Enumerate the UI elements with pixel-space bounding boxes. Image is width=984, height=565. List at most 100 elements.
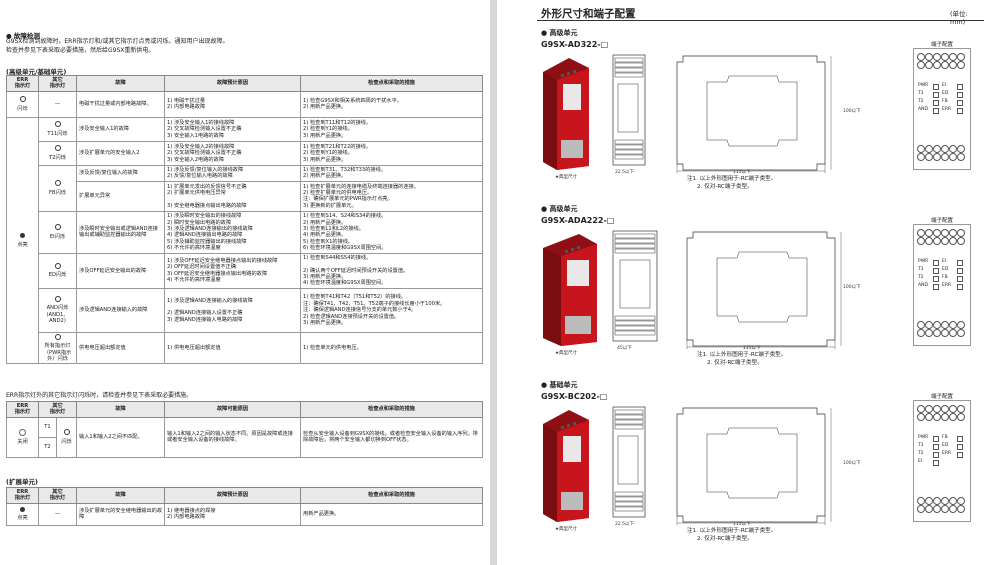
intro-line-2: 检查并参见下表采取必要措施，然后给G9SX重新供电。 [6,47,155,54]
led-blink-icon [54,145,61,152]
terminal-icon [925,53,933,61]
terminal-config-title: 端子配置 [931,394,954,400]
width-dimension: 115以下 [733,170,751,175]
terminal-icon [933,153,941,161]
front-view-drawing [612,406,646,518]
terminal-icon [925,405,933,413]
table-row: T2 [7,436,483,458]
fault-cell: 涉及反馈/复位输入的故障 [76,164,165,182]
led-blink-icon [54,333,61,340]
terminal-icon [917,229,925,237]
terminal-config-title: 端子配置 [931,42,954,48]
cause-cell: 1) 继电器接点的焊接 2) 内部电路故障 [164,502,301,526]
page-title: 外形尺寸和端子配置 [541,8,636,20]
terminal-icon [941,61,949,69]
terminal-icon [917,329,925,337]
led-square-icon [957,100,963,106]
led-label: T2 [918,99,924,104]
terminal-icon [957,413,965,421]
table-header-row: ERR 指示灯 其它 指示灯 故障 故障可能原因 检查点和采取的措施 [6,401,484,418]
cause-cell: 1) 涉及安全输入1的接线故障 2) 交叉故障检测输入设置不正确 3) 安全输入… [164,116,301,142]
side-view-drawing [686,231,842,349]
cause-cell: 1) 扩展单元发出的反馈信号不正确 2) 扩展单元供电电压异常 3) 安全继电器… [164,180,301,212]
terminal-icon [925,321,933,329]
led-label: FB [942,99,948,104]
led-blink-icon [63,429,70,436]
led-label: T2 [918,451,924,456]
led-label: EI [942,259,947,264]
cause-cell: 输入1和输入2之间的输入状态不同。原因是故障或连接或者安全输入设备的接线故障。 [164,416,302,458]
table-row: ED闪烁 涉及OFF延迟安全输出的故障 1) 涉及OFF延迟安全继电器接点输出的… [7,252,483,289]
action-cell: 1) 检查到T11和T12的接线。 2) 检查到Y1的接线。 3) 用新产品更换… [300,116,483,142]
other-led-label: T11闪烁 [47,130,68,137]
other-cell: ED闪烁 [38,252,77,289]
led-blink-icon [54,296,61,303]
col-action: 检查点和采取的措施 [300,75,483,92]
footnote-2: 2. 仅对-RC端子类型。 [697,184,753,190]
table-row: 扩展单元异常 1) 扩展单元发出的反馈信号不正确 2) 扩展单元供电电压异常 3… [7,180,483,212]
table-row: 闪烁 — 电磁干扰过量或内部电路故障。 1) 电磁干扰过量 2) 内部电路故障 … [6,90,483,118]
terminal-icon [941,153,949,161]
err-state: 关闭 [17,439,28,446]
terminal-icon [925,145,933,153]
terminal-icon [957,505,965,513]
action-cell: 1) 检查到T41和T42（T51和T52）的接线。 注：确保T41、T42、T… [300,287,483,333]
terminal-icon [957,329,965,337]
led-square-icon [957,268,963,274]
terminal-icon [957,145,965,153]
unit-label: (单位: mm) [950,10,968,26]
fault-table-other: ERR 指示灯 其它 指示灯 故障 故障可能原因 检查点和采取的措施 关闭 T1… [6,401,484,458]
col-cause: 故障可能原因 [164,401,302,418]
side-view-drawing [676,55,832,173]
terminal-icon [933,497,941,505]
terminal-icon [917,237,925,245]
other-cell: EI闪烁 [38,210,77,254]
product-photo [543,58,589,170]
table-row: 点亮 — 涉及扩展单元的安全继电器输出的故障 1) 继电器接点的焊接 2) 内部… [6,502,483,526]
terminal-icon [957,229,965,237]
col-err: ERR 指示灯 [6,401,39,418]
terminal-icon [933,237,941,245]
led-square-icon [957,92,963,98]
terminal-icon [933,329,941,337]
terminal-icon [925,237,933,245]
err-other-text: ERR指示灯外的其它指示灯闪烁时，请检查并参见下表采取必要措施。 [6,392,193,399]
terminal-icon [949,497,957,505]
terminal-icon [941,505,949,513]
led-square-icon [933,436,939,442]
terminal-icon [949,229,957,237]
width-dimension: 115以下 [733,522,751,527]
led-label: T1 [918,443,924,448]
err-state: 点亮 [17,515,28,522]
other-cell: T2闪烁 [38,140,77,166]
terminal-icon [941,413,949,421]
led-off-icon [19,428,26,436]
other-led-label: T2闪烁 [49,154,66,161]
terminal-icon [957,497,965,505]
dimension-section: ● 基础单元 G9SX-BC202-□ ★典型尺寸 115以下 100以下 22… [497,376,984,554]
section-title: ● 故障检测 [6,32,40,40]
cause-cell: 1) 涉及OFF延迟安全继电器接点输出的接线故障 2) OFF延迟时间设置值不正… [164,252,301,289]
fault-cell: 涉及扩展单元的安全输入2 [76,140,165,166]
led-label: ERR [942,451,952,456]
section-heading: ● 高级单元 [541,205,578,213]
led-square-icon [957,284,963,290]
terminal-icon [925,61,933,69]
footnote-1: 注1. 以上外形图用于-RC端子类型。 [687,528,777,534]
intro-line-1: G9SX检测到故障时，ERR指示灯和/或其它指示灯点亮或闪烁。通知用户出现故障。 [6,38,229,45]
led-blink-icon [54,224,61,231]
err-cell: 点亮 [6,116,39,365]
terminal-icon [949,53,957,61]
table-header-row: ERR 指示灯 其它 指示灯 故障 故障预计原因 检查点和采取的措施 [6,75,483,92]
t2-cell: T2 [38,436,57,458]
terminal-icon [925,229,933,237]
table-row: AND闪烁 (AND1、 AND2) 涉及逻辑AND连接输入的故障 1) 涉及逻… [7,287,483,333]
model-name: G9SX-BC202-□ [541,392,608,401]
led-label: ED [942,91,949,96]
terminal-icon [949,329,957,337]
led-blink-icon [19,96,26,103]
other-led-label: AND闪烁 (AND1、 AND2) [46,305,69,325]
page-gutter [490,0,497,565]
